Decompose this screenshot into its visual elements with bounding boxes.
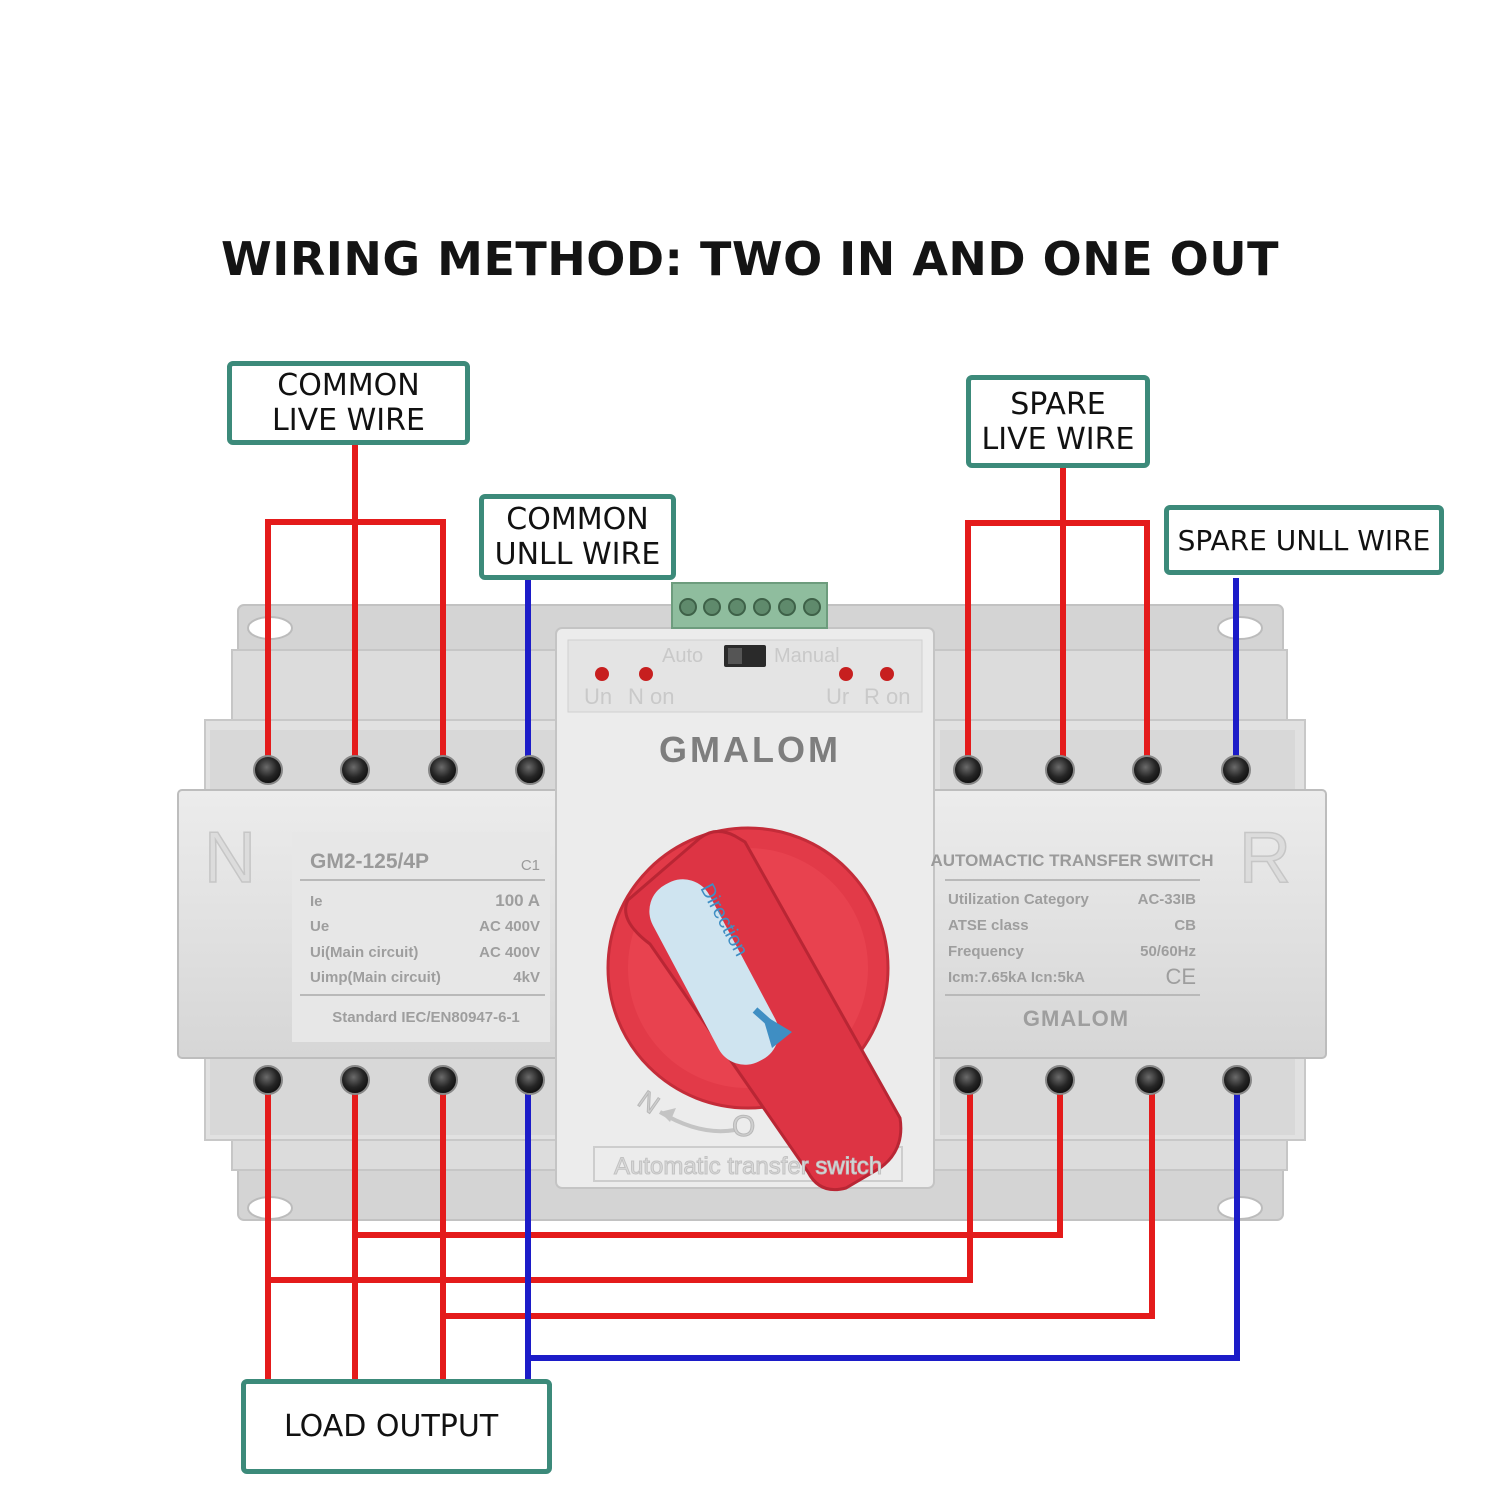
- spec-label: Ie: [310, 893, 323, 910]
- spec-label: Uimp(Main circuit): [310, 969, 441, 986]
- spec-value: CB: [1174, 917, 1196, 934]
- n-on-led: [639, 667, 653, 681]
- callout-common-null-wire-text: COMMON UNLL WIRE: [494, 502, 661, 572]
- right-panel-heading: AUTOMACTIC TRANSFER SWITCH: [931, 851, 1214, 870]
- spec-value: 100 A: [495, 891, 540, 910]
- spec-label: Utilization Category: [948, 891, 1090, 908]
- callout-spare-null-wire-text: SPARE UNLL WIRE: [1177, 523, 1431, 557]
- device-bottom-text: Automatic transfer switch: [614, 1153, 882, 1180]
- auto-label: Auto: [662, 645, 703, 667]
- load-output-live-wires: [265, 1080, 1155, 1380]
- spec-label: Ue: [310, 918, 329, 935]
- spec-label: Ui(Main circuit): [310, 944, 418, 961]
- dial-o-label: O: [732, 1110, 755, 1143]
- spare-live-wires: [965, 467, 1150, 770]
- spec-label: Frequency: [948, 943, 1025, 960]
- un-led: [595, 667, 609, 681]
- callout-load-output: LOAD OUTPUT: [241, 1379, 552, 1474]
- spec-value: AC 400V: [479, 944, 540, 961]
- terminal-screws-bottom: [253, 1065, 1252, 1095]
- spec-label: ATSE class: [948, 917, 1029, 934]
- ce-mark: CE: [1165, 964, 1196, 989]
- side-letter-r: R: [1239, 818, 1291, 898]
- ur-led: [839, 667, 853, 681]
- standard-text: Standard IEC/EN80947-6-1: [332, 1009, 520, 1026]
- model-number: GM2-125/4P: [310, 850, 429, 873]
- callout-common-live-wire: COMMON LIVE WIRE: [227, 361, 470, 445]
- un-label: Un: [584, 684, 612, 709]
- rotary-handle[interactable]: [606, 826, 903, 1192]
- brand-logo: GMALOM: [659, 729, 841, 770]
- common-live-wires: [265, 445, 446, 770]
- callout-common-null-wire: COMMON UNLL WIRE: [479, 494, 676, 580]
- callout-spare-live-wire-text: SPARE LIVE WIRE: [981, 386, 1135, 457]
- terminal-screws-top: [253, 755, 1251, 785]
- ur-label: Ur: [826, 684, 849, 709]
- manual-label: Manual: [774, 645, 840, 667]
- r-on-label: R on: [864, 684, 910, 709]
- diagram-title: WIRING METHOD: TWO IN AND ONE OUT: [221, 232, 1279, 286]
- n-on-label: N on: [628, 684, 674, 709]
- callout-common-live-wire-text: COMMON LIVE WIRE: [272, 368, 425, 438]
- class-code: C1: [521, 857, 540, 874]
- spec-value: AC-33IB: [1138, 891, 1197, 908]
- icm-line: Icm:7.65kA Icn:5kA: [948, 969, 1085, 986]
- spec-value: AC 400V: [479, 918, 540, 935]
- null-wires: [525, 578, 1240, 1380]
- side-letter-n: N: [204, 818, 256, 898]
- spec-value: 4kV: [513, 969, 540, 986]
- spec-value: 50/60Hz: [1140, 943, 1196, 960]
- r-on-led: [880, 667, 894, 681]
- callout-spare-null-wire: SPARE UNLL WIRE: [1164, 505, 1444, 575]
- right-panel-brand: GMALOM: [1023, 1006, 1129, 1031]
- callout-load-output-text: LOAD OUTPUT: [284, 1409, 499, 1444]
- callout-spare-live-wire: SPARE LIVE WIRE: [966, 375, 1150, 468]
